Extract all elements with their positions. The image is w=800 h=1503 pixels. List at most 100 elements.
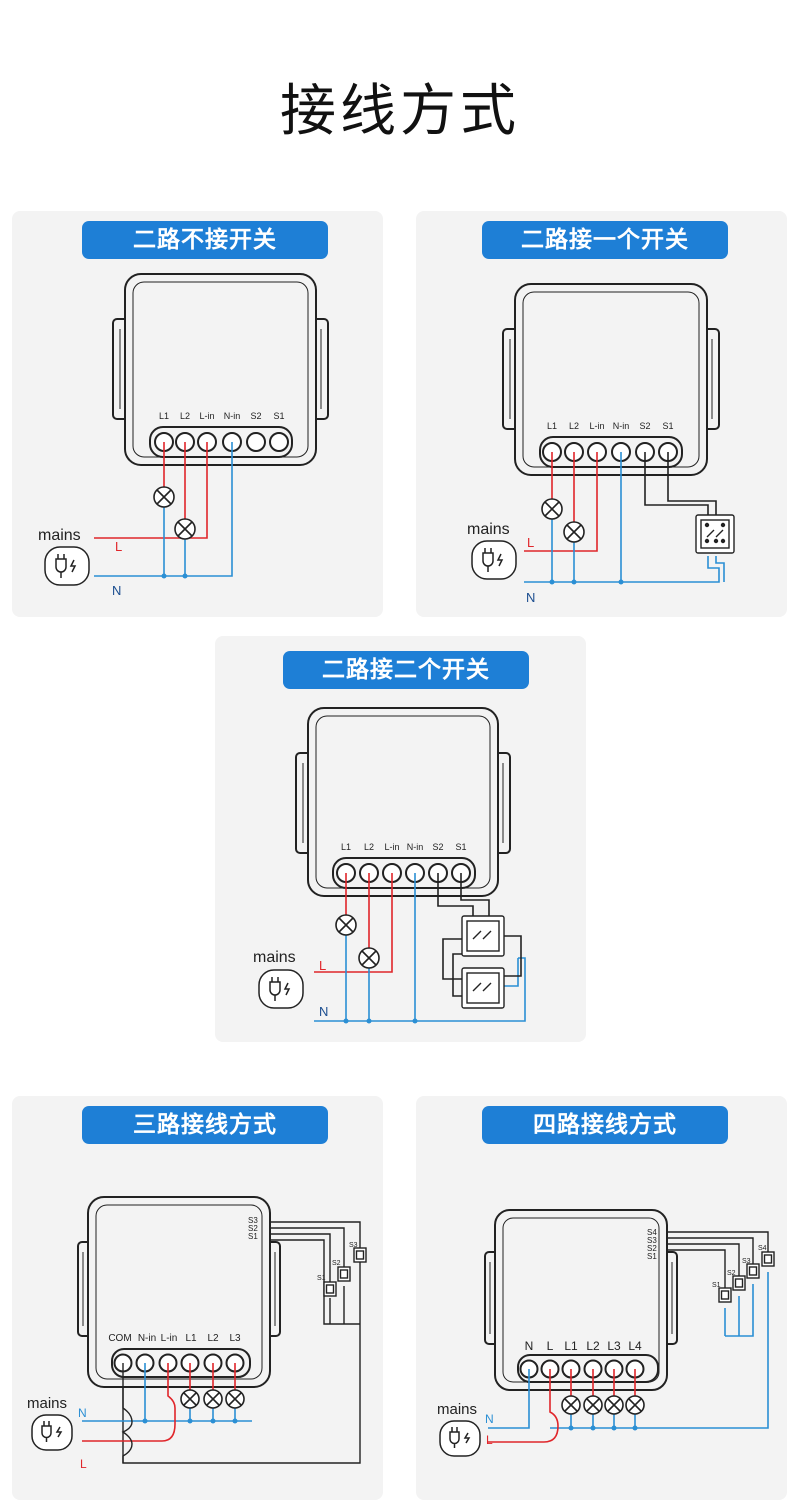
switch-s3-icon	[353, 1247, 367, 1263]
lamp-icon	[335, 914, 357, 936]
live-label: L	[115, 539, 122, 554]
switch-terminal-label-s2: S2	[647, 1244, 657, 1253]
terminal-label-l1: L1	[159, 411, 169, 421]
smart-switch-module	[112, 273, 329, 466]
terminal-label-l4: L4	[628, 1339, 642, 1353]
wall-switch-icon	[461, 967, 505, 1009]
live-wires	[94, 442, 208, 539]
diagram-panel-three-way: 三路接线方式 S3 S2 S1 COM N-in L-in L1 L2 L3	[12, 1096, 383, 1500]
terminal-label-s2: S2	[639, 421, 650, 431]
switch-terminal-label-s3: S3	[647, 1236, 657, 1245]
neutral-label: N	[112, 583, 121, 598]
neutral-wires	[488, 1369, 636, 1429]
switch-terminal-label-s4: S4	[647, 1228, 657, 1237]
svg-text:S3: S3	[742, 1258, 751, 1265]
terminal-label-l1: L1	[185, 1333, 197, 1344]
switch-s2-icon	[732, 1275, 746, 1291]
lamp-icon	[203, 1389, 223, 1409]
neutral-label: N	[319, 1004, 328, 1019]
live-label: L	[319, 958, 326, 973]
diagram-panel-two-way-no-switch: 二路不接开关 L1 L2 L-in N-in S2 S1	[12, 211, 383, 617]
lamp-icon	[541, 498, 563, 520]
smart-switch-module	[484, 1209, 678, 1391]
lamp-icon	[563, 521, 585, 543]
diagram-panel-two-way-two-switches: 二路接二个开关 L1 L2 L-in N-in S2 S1	[215, 636, 586, 1042]
terminal-label-s1: S1	[273, 411, 284, 421]
neutral-label: N	[485, 1412, 494, 1426]
terminal-label-l2: L2	[569, 421, 579, 431]
terminal-label-l-in: L-in	[589, 421, 604, 431]
panel-title: 四路接线方式	[482, 1106, 728, 1144]
plug-icon	[44, 546, 90, 586]
terminal-label-l-in: L-in	[161, 1333, 178, 1344]
panel-title: 二路接一个开关	[482, 221, 728, 259]
lamp-icon	[583, 1395, 603, 1415]
smart-switch-module	[295, 707, 511, 897]
terminal-label-l: L	[547, 1339, 554, 1353]
terminal-label-l1: L1	[547, 421, 557, 431]
wiring-diagram: L1 L2 L-in N-in S2 S1 mains	[38, 273, 329, 598]
terminal-label-l2: L2	[586, 1339, 600, 1353]
terminal-screws	[542, 442, 678, 462]
lamp-icon	[358, 947, 380, 969]
lamp-icon	[561, 1395, 581, 1415]
plug-icon	[439, 1420, 481, 1457]
live-wires	[314, 873, 393, 973]
svg-text:S4: S4	[758, 1245, 767, 1252]
switch-terminal-label-s1: S1	[647, 1252, 657, 1261]
switch-s1-icon	[323, 1281, 337, 1297]
smart-switch-module	[77, 1196, 281, 1388]
svg-text:S3: S3	[349, 1242, 358, 1249]
terminal-label-n-in: N-in	[613, 421, 630, 431]
wiring-diagram: S4 S3 S2 S1 N L L1 L2 L3 L4	[437, 1209, 775, 1457]
terminal-label-l2: L2	[207, 1333, 219, 1344]
terminal-label-l-in: L-in	[384, 842, 399, 852]
lamp-icon	[604, 1395, 624, 1415]
switch-s4-icon	[761, 1251, 775, 1267]
diagram-panel-two-way-one-switch: 二路接一个开关 L1 L2 L-in N-in S2 S1	[416, 211, 787, 617]
svg-text:S1: S1	[712, 1282, 721, 1289]
lamp-icon	[180, 1389, 200, 1409]
neutral-label: N	[78, 1406, 87, 1420]
svg-text:S2: S2	[727, 1270, 736, 1277]
terminal-label-s1: S1	[455, 842, 466, 852]
switch-s2-icon	[337, 1266, 351, 1282]
diagram-panel-four-way: 四路接线方式 S4 S3 S2 S1 N L L1 L2 L3 L4	[416, 1096, 787, 1500]
wiring-diagram: L1 L2 L-in N-in S2 S1	[253, 707, 526, 1024]
lamp-icon	[174, 518, 196, 540]
terminal-label-n: N	[525, 1339, 534, 1353]
wall-switch-icon	[695, 514, 735, 554]
live-label: L	[80, 1457, 87, 1471]
terminal-label-l2: L2	[180, 411, 190, 421]
neutral-label: N	[526, 590, 535, 605]
terminal-label-l1: L1	[564, 1339, 578, 1353]
mains-label: mains	[253, 949, 296, 966]
switch-wires	[644, 452, 717, 521]
lamp-icon	[153, 486, 175, 508]
terminal-label-n-in: N-in	[138, 1333, 156, 1344]
terminal-label-l2: L2	[364, 842, 374, 852]
live-label: L	[527, 535, 534, 550]
svg-text:S2: S2	[332, 1260, 341, 1267]
switch-s3-icon	[746, 1263, 760, 1279]
terminal-label-s2: S2	[250, 411, 261, 421]
live-wires	[488, 1369, 636, 1443]
lamp-icon	[225, 1389, 245, 1409]
com-loop-wire	[121, 1388, 133, 1463]
plug-icon	[258, 969, 304, 1009]
plug-icon	[471, 540, 517, 580]
switch-common-wires	[550, 1272, 769, 1429]
smart-switch-module	[502, 283, 720, 476]
panel-title: 三路接线方式	[82, 1106, 328, 1144]
terminal-label-l1: L1	[341, 842, 351, 852]
mains-label: mains	[467, 521, 510, 538]
terminal-label-n-in: N-in	[407, 842, 424, 852]
neutral-wires	[94, 442, 233, 577]
terminal-label-s1: S1	[662, 421, 673, 431]
plug-icon	[31, 1414, 73, 1451]
terminal-label-com: COM	[108, 1333, 131, 1344]
live-wires	[82, 1363, 236, 1442]
panel-title: 二路接二个开关	[283, 651, 529, 689]
mains-label: mains	[27, 1395, 67, 1412]
terminal-label-l-in: L-in	[199, 411, 214, 421]
